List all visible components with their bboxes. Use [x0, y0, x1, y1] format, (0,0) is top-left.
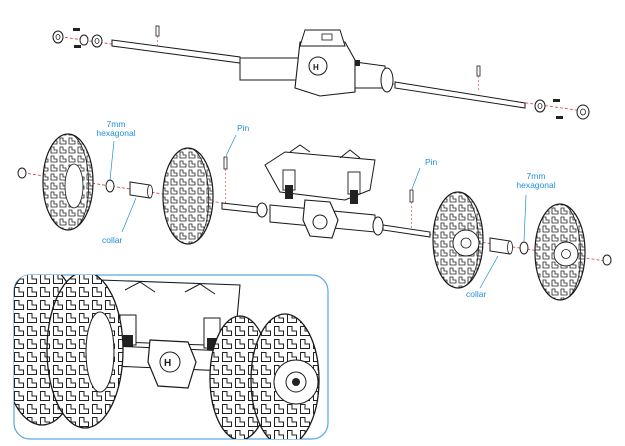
right-outer-tire: [534, 203, 586, 301]
middle-right-shaft: [382, 224, 431, 238]
inset-chassis: H: [89, 279, 251, 389]
label-hex-left-line1: 7mm: [106, 119, 126, 129]
top-left-screws: [73, 28, 81, 48]
label-7mm-hexagonal-left: 7mm hexagonal: [96, 120, 136, 138]
top-left-bearing: [79, 34, 103, 48]
label-collar-right: collar: [466, 289, 487, 299]
left-outer-tire: [42, 133, 94, 231]
label-hex-left-line2: hexagonal: [96, 127, 136, 138]
top-right-bearing: [534, 99, 546, 113]
inset-right-tires: [209, 313, 320, 439]
label-collar-left: collar: [102, 235, 123, 245]
label-hex-right-line1: 7mm: [526, 171, 546, 181]
top-left-nut: [52, 30, 64, 44]
svg-text:H: H: [164, 358, 171, 369]
top-axle-assembly: H: [52, 25, 591, 120]
label-hex-right-line2: hexagonal: [516, 179, 556, 190]
right-pin: [409, 189, 414, 228]
top-right-axle-shaft: [394, 65, 526, 109]
left-inner-tire: [162, 147, 214, 245]
inset-left-tires: [14, 275, 124, 429]
svg-text:H: H: [313, 63, 319, 72]
left-hex-adapter: [105, 179, 115, 193]
left-pin: [223, 156, 228, 204]
middle-axle-assembly: [17, 133, 613, 301]
right-hex-adapter: [519, 241, 529, 255]
right-collar: [489, 237, 513, 255]
right-wheel-nut: [602, 254, 612, 266]
top-differential-housing: H: [239, 29, 394, 97]
label-pin-left: Pin: [237, 123, 250, 133]
assembled-detail-inset: H: [13, 274, 329, 440]
right-inner-tire: [432, 191, 484, 289]
left-collar: [129, 181, 153, 199]
middle-chassis-frame: [264, 144, 384, 239]
top-right-nut: [576, 104, 590, 120]
left-wheel-nut: [17, 167, 27, 179]
top-right-screws: [553, 99, 563, 119]
callout-lines: [109, 134, 527, 289]
label-pin-right: Pin: [425, 157, 438, 167]
label-7mm-hexagonal-right: 7mm hexagonal: [514, 172, 558, 190]
top-left-axle-shaft: [111, 25, 241, 64]
middle-left-shaft: [221, 202, 268, 218]
